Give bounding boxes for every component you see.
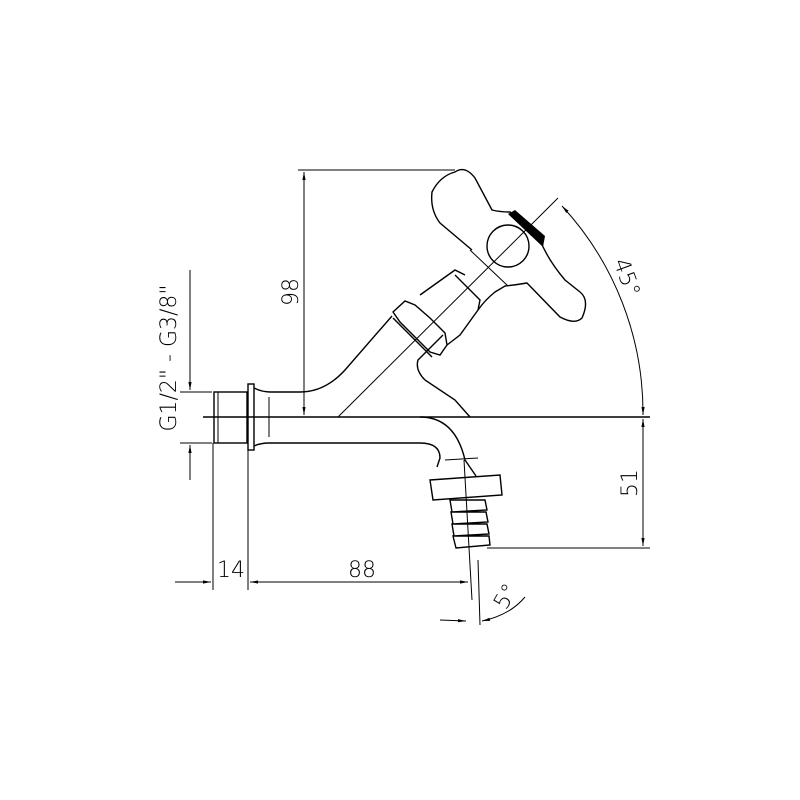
cross-handle	[430, 168, 587, 322]
outlet-drop-label: 51	[618, 469, 643, 497]
dimension-outlet-drop: 51	[487, 419, 650, 549]
height-label: 98	[279, 278, 304, 306]
thread-connector	[213, 383, 255, 451]
projection-label: 88	[348, 558, 376, 583]
handle-angle-label: 45°	[608, 255, 645, 300]
dimension-bottom: 14 88	[175, 443, 468, 590]
hose-nozzle	[429, 459, 503, 601]
hex-nut	[392, 269, 481, 358]
dimension-height: 98	[279, 169, 455, 415]
thread-label: G1/2" - G3/8"	[157, 284, 182, 431]
tap-body	[253, 315, 479, 477]
dimension-thread: G1/2" - G3/8"	[157, 270, 212, 480]
dimension-handle-angle: 45°	[561, 205, 645, 416]
handle-axis	[337, 197, 559, 418]
thread-length-label: 14	[217, 558, 245, 583]
dimension-outlet-angle: 5°	[439, 559, 526, 626]
outlet-angle-label: 5°	[489, 580, 523, 614]
